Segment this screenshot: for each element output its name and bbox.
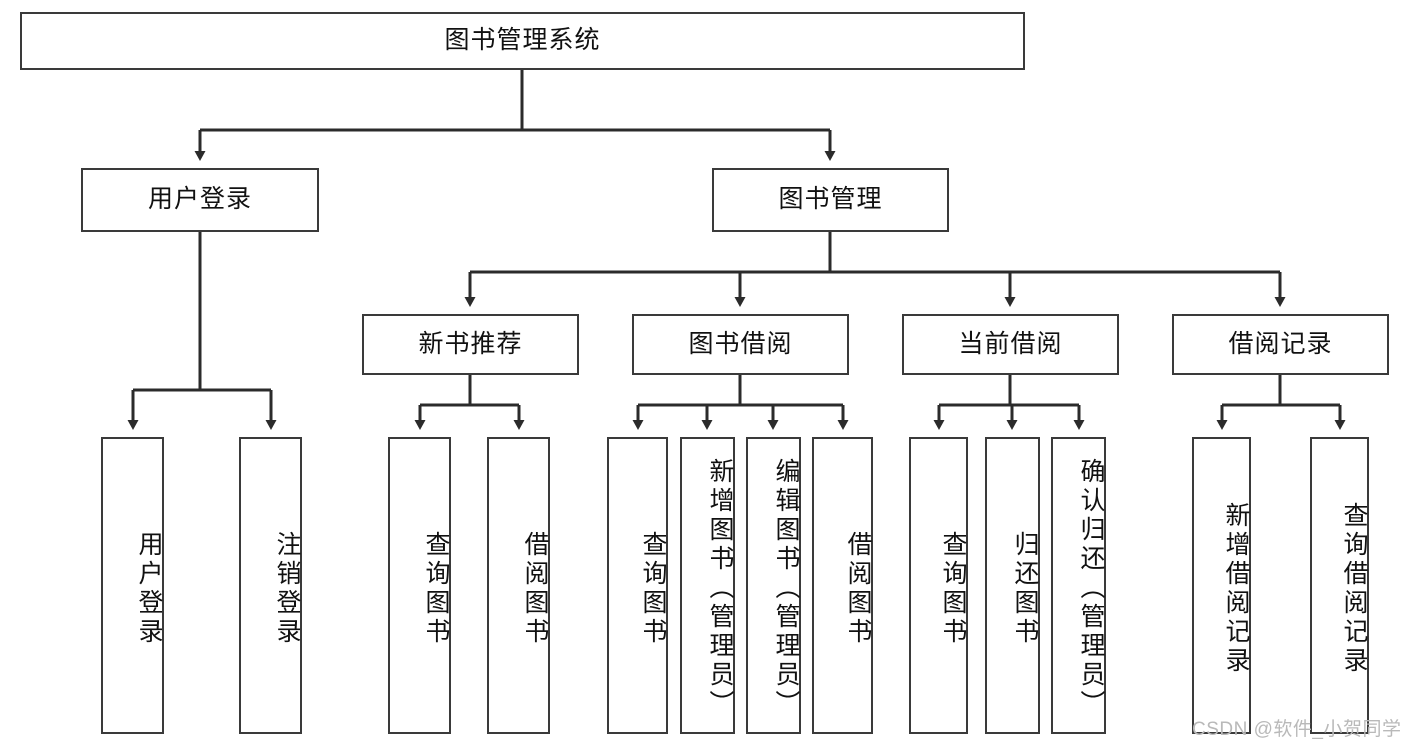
leaf-query-book-recommend[interactable]: 查询图书 [388,437,451,734]
node-book-borrow[interactable]: 图书借阅 [632,314,849,375]
leaf-add-book-admin[interactable]: 新增图书（管理员） [680,437,735,734]
node-root-label: 图书管理系统 [444,26,601,55]
node-book-borrow-label: 图书借阅 [688,329,793,358]
node-borrow-record-label: 借阅记录 [1228,329,1333,358]
node-current-borrow[interactable]: 当前借阅 [902,314,1119,375]
node-borrow-record[interactable]: 借阅记录 [1172,314,1389,375]
node-user-login[interactable]: 用户登录 [81,168,319,232]
leaf-confirm-return-admin[interactable]: 确认归还（管理员） [1051,437,1106,734]
leaf-edit-book-admin[interactable]: 编辑图书（管理员） [746,437,801,734]
node-book-management-label: 图书管理 [778,185,883,214]
node-root[interactable]: 图书管理系统 [20,12,1025,70]
leaf-add-borrow-record-label: 新增借阅记录 [1222,501,1250,676]
leaf-add-borrow-record[interactable]: 新增借阅记录 [1192,437,1251,734]
leaf-return-book[interactable]: 归还图书 [985,437,1040,734]
node-new-book-recommend[interactable]: 新书推荐 [362,314,579,375]
leaf-query-book-current-label: 查询图书 [939,530,967,647]
leaf-confirm-return-admin-label: 确认归还（管理员） [1077,458,1105,719]
leaf-query-book-borrow[interactable]: 查询图书 [607,437,668,734]
leaf-user-login[interactable]: 用户登录 [101,437,164,734]
node-book-management[interactable]: 图书管理 [712,168,949,232]
leaf-edit-book-admin-label: 编辑图书（管理员） [772,458,800,719]
leaf-query-borrow-record-label: 查询借阅记录 [1340,501,1368,676]
leaf-query-book-recommend-label: 查询图书 [422,530,450,647]
leaf-add-book-admin-label: 新增图书（管理员） [706,458,734,719]
leaf-borrow-book-label: 借阅图书 [844,530,872,647]
leaf-logout[interactable]: 注销登录 [239,437,302,734]
leaf-query-borrow-record[interactable]: 查询借阅记录 [1310,437,1369,734]
node-user-login-label: 用户登录 [147,185,252,214]
leaf-borrow-book[interactable]: 借阅图书 [812,437,873,734]
leaf-borrow-book-recommend[interactable]: 借阅图书 [487,437,550,734]
leaf-query-book-current[interactable]: 查询图书 [909,437,968,734]
leaf-user-login-label: 用户登录 [135,530,163,647]
leaf-return-book-label: 归还图书 [1011,530,1039,647]
csdn-watermark: CSDN @软件_小贺同学 [1192,719,1402,740]
node-current-borrow-label: 当前借阅 [958,329,1063,358]
node-new-book-recommend-label: 新书推荐 [418,329,523,358]
leaf-borrow-book-recommend-label: 借阅图书 [521,530,549,647]
leaf-query-book-borrow-label: 查询图书 [639,530,667,647]
leaf-logout-label: 注销登录 [273,530,301,647]
